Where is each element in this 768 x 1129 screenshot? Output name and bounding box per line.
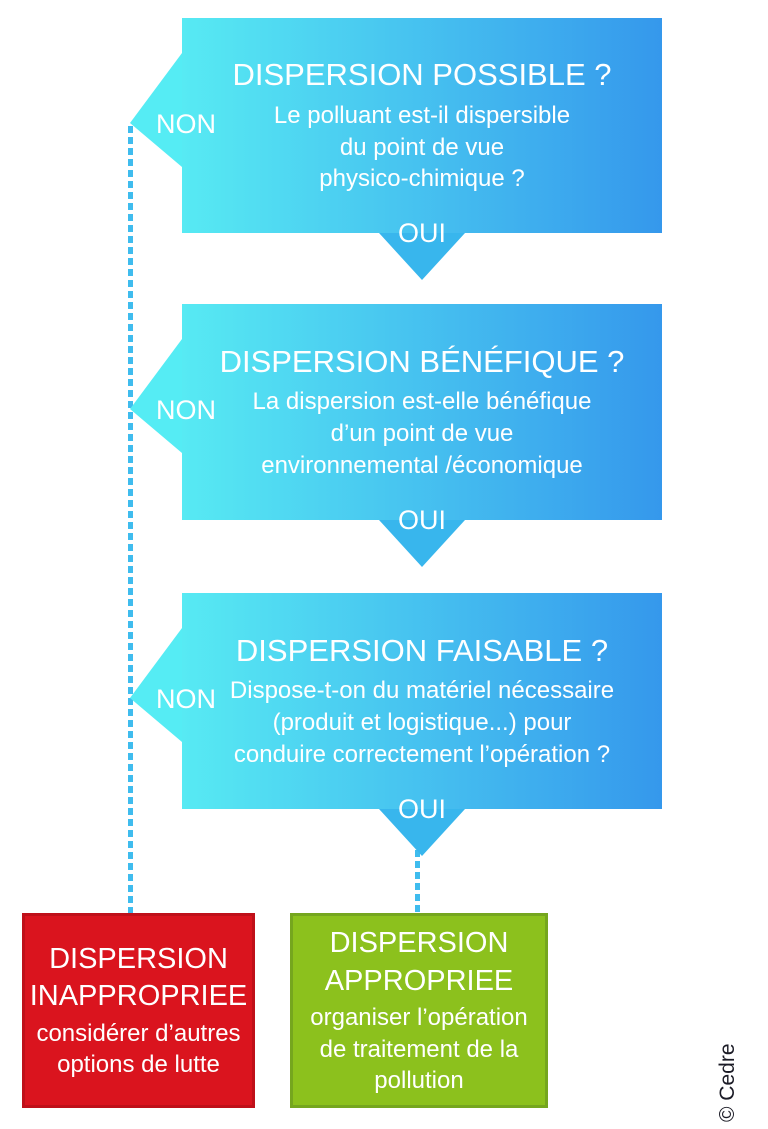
- question-box-dispersion-faisable: NON DISPERSION FAISABLE ? Dispose-t-on d…: [130, 593, 662, 856]
- non-arrow-icon: [130, 53, 182, 167]
- question-title: DISPERSION POSSIBLE ?: [232, 57, 612, 93]
- oui-branch-label: OUI: [397, 218, 447, 248]
- non-branch-dashed-line: [128, 126, 133, 913]
- oui-arrow-icon: [379, 520, 465, 567]
- oui-branch-dashed-line: [415, 850, 420, 913]
- non-branch-label: NON: [156, 395, 216, 425]
- question-subtext: Le polluant est-il dispersible du point …: [273, 101, 571, 193]
- copyright-credit: © Cedre: [716, 1043, 739, 1122]
- question-subtext: La dispersion est-elle bénéfique d’un po…: [252, 388, 592, 479]
- outcome-box-dispersion-inappropriee: DISPERSION INAPPROPRIEE considérer d’aut…: [22, 913, 255, 1108]
- outcome-subtext: organiser l’opération de traitement de l…: [310, 1004, 528, 1094]
- outcome-subtext: considérer d’autres options de lutte: [36, 1020, 241, 1079]
- non-branch-label: NON: [156, 109, 216, 139]
- non-branch-label: NON: [156, 684, 216, 714]
- oui-arrow-icon: [379, 233, 465, 280]
- question-box-dispersion-benefique: NON DISPERSION BÉNÉFIQUE ? La dispersion…: [130, 304, 662, 567]
- question-subtext: Dispose-t-on du matériel nécessaire (pro…: [229, 677, 615, 768]
- outcome-title: DISPERSION INAPPROPRIEE: [29, 942, 248, 1013]
- question-box-dispersion-possible: NON DISPERSION POSSIBLE ? Le polluant es…: [130, 18, 662, 280]
- oui-arrow-icon: [379, 809, 465, 856]
- question-title: DISPERSION BÉNÉFIQUE ?: [219, 343, 625, 379]
- outcome-box-dispersion-appropriee: DISPERSION APPROPRIEE organiser l’opérat…: [290, 913, 548, 1108]
- outcome-title: DISPERSION APPROPRIEE: [324, 927, 514, 997]
- non-arrow-icon: [130, 628, 182, 742]
- oui-branch-label: OUI: [397, 794, 447, 824]
- oui-branch-label: OUI: [397, 505, 447, 535]
- question-title: DISPERSION FAISABLE ?: [235, 632, 609, 668]
- non-arrow-icon: [130, 339, 182, 453]
